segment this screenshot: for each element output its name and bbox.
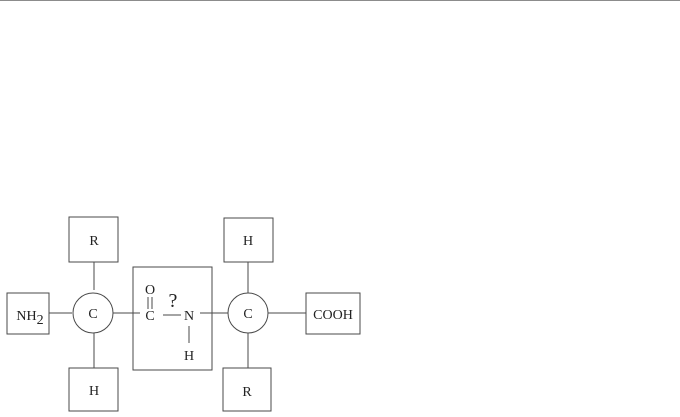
nh2-subscript: 2 — [37, 313, 44, 328]
peptide-bond-box — [132, 266, 213, 371]
left-alpha-carbon-label: C — [88, 307, 97, 322]
left-h-label: H — [89, 384, 99, 399]
right-r-label: R — [242, 385, 252, 400]
nh2-label: NH2 — [16, 309, 43, 328]
oxygen-label: O — [145, 283, 155, 298]
carbonyl-carbon-label: C — [145, 309, 154, 324]
left-r-label: R — [89, 234, 99, 249]
cooh-label: COOH — [313, 308, 353, 323]
top-rule — [0, 0, 680, 1]
amide-hydrogen-label: H — [184, 349, 194, 364]
nh2-main: NH — [16, 309, 36, 324]
right-r-box — [222, 367, 272, 412]
cooh-box — [305, 292, 361, 335]
nitrogen-label: N — [184, 309, 194, 324]
left-h-box — [68, 367, 119, 412]
right-alpha-carbon-label: C — [243, 307, 252, 322]
question-mark: ? — [169, 290, 178, 312]
right-h-label: H — [243, 234, 253, 249]
